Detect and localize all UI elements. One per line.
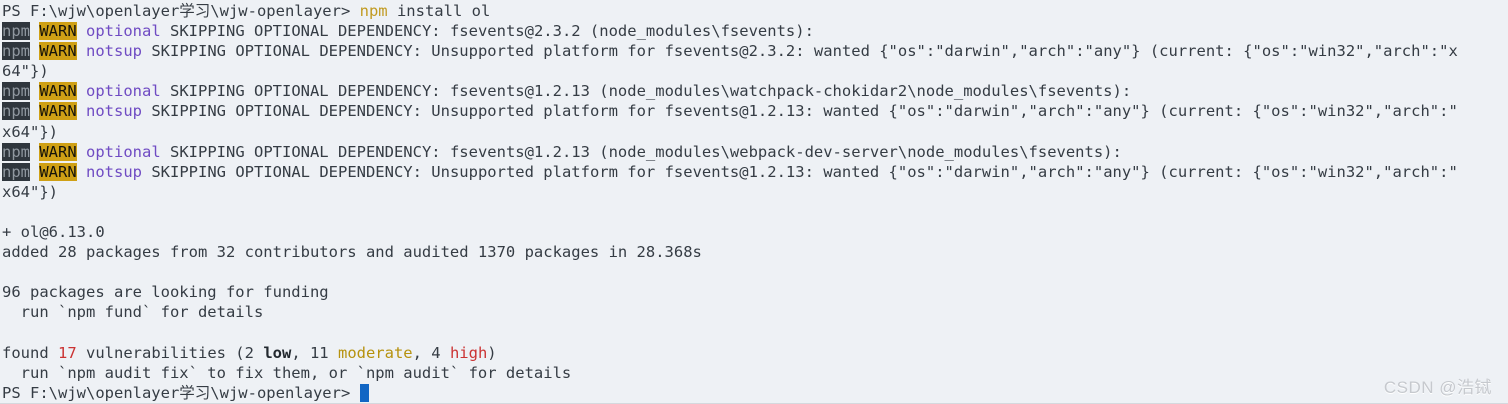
terminal-text: run `npm audit fix` to fix them, or `npm… [2, 363, 572, 382]
terminal-text: 64"}) [2, 62, 49, 81]
terminal-text: , 4 [412, 343, 450, 362]
terminal-text [77, 82, 86, 100]
npm-badge: npm [2, 162, 30, 181]
warn-category: notsup [86, 162, 143, 181]
terminal-text: vulnerabilities (2 [76, 343, 264, 362]
terminal-text: SKIPPING OPTIONAL DEPENDENCY: fsevents@1… [160, 82, 1132, 101]
terminal-text [30, 163, 39, 181]
warn-category: notsup [86, 102, 143, 121]
severity-moderate-text: moderate [337, 343, 413, 362]
terminal-text: SKIPPING OPTIONAL DEPENDENCY: Unsupporte… [142, 102, 1458, 121]
terminal-text: SKIPPING OPTIONAL DEPENDENCY: Unsupporte… [142, 162, 1458, 181]
terminal-text: run `npm fund` for details [2, 303, 264, 322]
npm-badge: npm [2, 102, 30, 121]
warn-badge: WARN [39, 82, 77, 101]
terminal-text [77, 143, 86, 161]
terminal-text [77, 42, 86, 60]
terminal-line: PS F:\wjw\openlayer学习\wjw-openlayer> [2, 383, 1508, 403]
terminal-text: PS F:\wjw\openlayer学习\wjw-openlayer> [2, 2, 360, 20]
terminal-text: found [2, 343, 58, 362]
terminal-text [30, 143, 39, 161]
terminal-text: ) [487, 343, 497, 362]
npm-badge: npm [2, 22, 30, 41]
terminal-text [77, 102, 86, 120]
terminal-text: SKIPPING OPTIONAL DEPENDENCY: fsevents@2… [160, 22, 814, 41]
warn-category: notsup [86, 42, 143, 61]
warn-category: optional [86, 22, 161, 41]
terminal-text: SKIPPING OPTIONAL DEPENDENCY: fsevents@1… [160, 142, 1122, 161]
terminal-line: x64"}) [2, 182, 1508, 202]
terminal-line: run `npm audit fix` to fix them, or `npm… [2, 363, 1508, 383]
terminal-line [2, 323, 1508, 343]
terminal-line [2, 202, 1508, 222]
terminal-line: 96 packages are looking for funding [2, 282, 1508, 302]
csdn-watermark: CSDN @浩铽 [1383, 378, 1492, 397]
npm-badge: npm [2, 82, 30, 101]
terminal-text: added 28 packages from 32 contributors a… [2, 243, 702, 262]
severity-low-text: low [263, 343, 292, 362]
warn-category: optional [86, 142, 161, 161]
terminal-text: , 11 [291, 343, 338, 362]
terminal-text: x64"}) [2, 182, 58, 201]
terminal-text [30, 42, 39, 60]
terminal-line: npm WARN optional SKIPPING OPTIONAL DEPE… [2, 81, 1508, 101]
terminal-text: x64"}) [2, 122, 58, 141]
warn-badge: WARN [39, 142, 77, 161]
warn-badge: WARN [39, 22, 77, 41]
terminal-line: npm WARN notsup SKIPPING OPTIONAL DEPEND… [2, 162, 1508, 182]
terminal-line: npm WARN notsup SKIPPING OPTIONAL DEPEND… [2, 101, 1508, 121]
terminal-text: SKIPPING OPTIONAL DEPENDENCY: Unsupporte… [142, 42, 1458, 61]
terminal-line: PS F:\wjw\openlayer学习\wjw-openlayer> npm… [2, 1, 1508, 21]
terminal-text [30, 22, 39, 40]
terminal-text [77, 22, 86, 40]
warn-badge: WARN [39, 42, 77, 61]
terminal-line: x64"}) [2, 122, 1508, 142]
severity-high-text: high [449, 343, 488, 362]
severity-high-text: 17 [58, 343, 77, 362]
warn-category: optional [86, 82, 161, 101]
terminal-text: 96 packages are looking for funding [2, 283, 329, 302]
terminal-line: npm WARN optional SKIPPING OPTIONAL DEPE… [2, 142, 1508, 162]
terminal-line: + ol@6.13.0 [2, 222, 1508, 242]
npm-badge: npm [2, 42, 30, 61]
terminal-line: run `npm fund` for details [2, 302, 1508, 322]
terminal-cursor [359, 383, 369, 402]
command-name: npm [359, 2, 388, 20]
terminal-text [30, 102, 39, 120]
terminal-line: npm WARN optional SKIPPING OPTIONAL DEPE… [2, 21, 1508, 41]
warn-badge: WARN [39, 102, 77, 121]
warn-badge: WARN [39, 162, 77, 181]
terminal-text [77, 163, 86, 181]
terminal-line: npm WARN notsup SKIPPING OPTIONAL DEPEND… [2, 41, 1508, 61]
terminal-line [2, 262, 1508, 282]
terminal-text: install ol [387, 2, 491, 20]
terminal-line: 64"}) [2, 61, 1508, 81]
terminal-line: found 17 vulnerabilities (2 low, 11 mode… [2, 343, 1508, 363]
npm-badge: npm [2, 142, 30, 161]
terminal-text: + ol@6.13.0 [2, 223, 105, 242]
terminal-line: added 28 packages from 32 contributors a… [2, 242, 1508, 262]
terminal-text [30, 82, 39, 100]
terminal-text: PS F:\wjw\openlayer学习\wjw-openlayer> [2, 383, 360, 402]
